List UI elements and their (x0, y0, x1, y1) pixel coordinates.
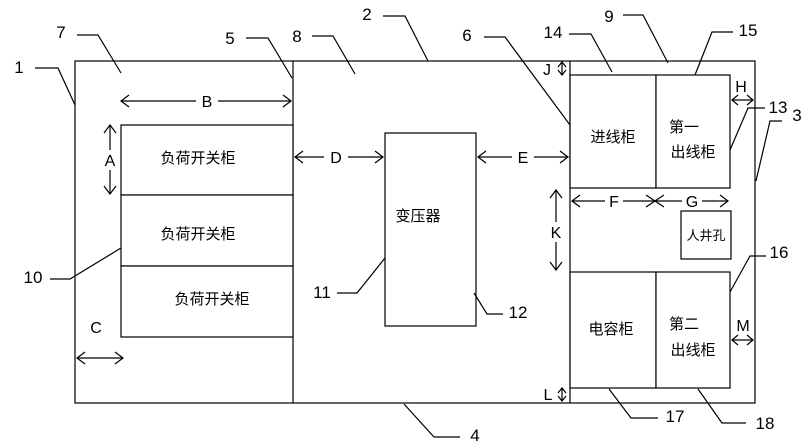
first-outgoing-label-line1: 第一 (669, 118, 699, 136)
svg-text:15: 15 (739, 21, 758, 40)
svg-text:6: 6 (462, 26, 471, 45)
callout-4: 4 (403, 403, 480, 445)
dimension-c: C (76, 320, 124, 365)
callout-11: 11 (313, 257, 386, 302)
callout-7: 7 (56, 23, 122, 74)
dimension-f-label: F (609, 194, 619, 211)
svg-text:7: 7 (56, 23, 65, 42)
first-outgoing-label-line2: 出线柜 (670, 143, 715, 161)
dimension-h-label: H (735, 79, 747, 96)
dimension-m-label: M (736, 318, 749, 335)
callout-14: 14 (544, 23, 613, 73)
svg-text:4: 4 (470, 426, 479, 445)
callout-3: 3 (755, 106, 802, 182)
svg-text:14: 14 (544, 23, 563, 42)
dimension-e-label: E (518, 150, 529, 167)
callout-15: 15 (694, 21, 758, 76)
callout-1: 1 (14, 58, 76, 106)
load-switch-cabinet-1-label: 负荷开关柜 (160, 149, 235, 167)
dimension-f-g: F G (571, 191, 729, 211)
callout-10: 10 (24, 247, 122, 287)
transformer-box (384, 132, 477, 327)
dimension-a: A (101, 124, 119, 195)
callout-12: 12 (473, 292, 528, 322)
dimension-j: J (543, 61, 567, 79)
svg-text:5: 5 (225, 29, 234, 48)
dimension-l-label: L (544, 387, 553, 404)
callout-2: 2 (362, 5, 429, 62)
load-switch-cabinet-2-label: 负荷开关柜 (160, 225, 235, 243)
second-outgoing-label-line1: 第二 (669, 315, 699, 333)
dimension-c-label: C (90, 320, 102, 337)
manhole-box (680, 210, 732, 260)
svg-text:11: 11 (313, 283, 331, 302)
svg-text:10: 10 (24, 268, 43, 287)
svg-text:3: 3 (792, 106, 801, 125)
dimension-m: M (731, 318, 754, 346)
svg-text:8: 8 (292, 27, 301, 46)
load-switch-cabinet-1 (120, 124, 294, 196)
callout-13: 13 (729, 98, 788, 151)
callout-9: 9 (604, 7, 669, 64)
load-switch-cabinet-2 (120, 194, 294, 267)
first-outgoing-cabinet (655, 74, 731, 189)
svg-text:9: 9 (604, 7, 613, 26)
svg-text:13: 13 (769, 98, 788, 117)
callout-6: 6 (462, 26, 571, 126)
svg-text:12: 12 (509, 303, 528, 322)
callout-17: 17 (608, 388, 685, 426)
callout-5: 5 (225, 29, 293, 79)
callout-8: 8 (292, 27, 356, 75)
dimension-h: H (731, 79, 754, 106)
dimension-k: K (546, 189, 566, 271)
transformer-label: 变压器 (395, 207, 440, 225)
dimension-b: B (120, 90, 292, 111)
dimension-d-label: D (330, 150, 342, 167)
callout-18: 18 (697, 388, 775, 433)
load-switch-cabinet-3-label: 负荷开关柜 (174, 290, 249, 308)
manhole-label: 人井孔 (686, 229, 725, 244)
load-switch-cabinet-3 (120, 265, 294, 338)
capacitor-cabinet-label: 电容柜 (588, 320, 633, 338)
incoming-cabinet-label: 进线柜 (590, 128, 635, 146)
dimension-j-label: J (543, 62, 551, 79)
callout-16: 16 (729, 243, 789, 293)
dimension-k-label: K (551, 225, 562, 242)
svg-text:16: 16 (770, 243, 789, 262)
dimension-d: D (294, 147, 384, 167)
dimension-a-label: A (105, 153, 116, 170)
dimension-g-label: G (686, 194, 698, 211)
dimension-e: E (477, 147, 569, 167)
second-outgoing-label-line2: 出线柜 (670, 341, 715, 359)
dimension-l: L (544, 387, 567, 404)
svg-text:1: 1 (14, 58, 23, 77)
capacitor-cabinet (569, 271, 657, 389)
second-outgoing-cabinet (655, 271, 731, 389)
svg-text:2: 2 (362, 5, 371, 24)
svg-text:18: 18 (756, 414, 775, 433)
svg-text:17: 17 (666, 407, 685, 426)
dimension-b-label: B (202, 94, 213, 111)
